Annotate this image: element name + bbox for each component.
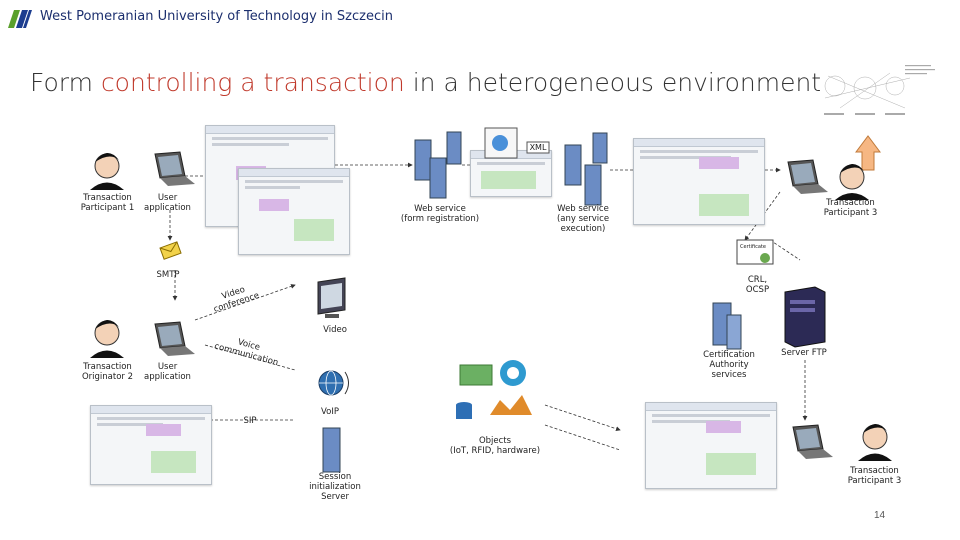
xml-tag-box — [526, 141, 550, 154]
envelope-icon — [159, 241, 182, 260]
originator2-label: Transaction Originator 2 — [81, 362, 134, 382]
web-service-exec-label: Web service (any service execution) — [556, 204, 610, 234]
university-name: West Pomeranian University of Technology… — [40, 9, 393, 24]
laptop-icon — [154, 321, 195, 356]
laptop-icon — [154, 151, 195, 186]
xml-document-icon — [484, 127, 518, 159]
person-icon — [90, 319, 124, 358]
crl-ocsp-label: CRL, OCSP — [745, 275, 770, 295]
monitor-icon — [317, 277, 346, 318]
university-logo-icon — [8, 10, 32, 28]
thumbnail-notes — [905, 63, 937, 79]
user-application1-label: User application — [144, 193, 191, 213]
participant3b-label: Transaction Participant 3 — [847, 466, 902, 486]
form-screenshot-4 — [90, 405, 212, 485]
person-icon — [835, 163, 869, 200]
globe-icon — [318, 370, 349, 396]
xml-label: XML — [529, 143, 547, 152]
form-screenshot-5 — [645, 402, 777, 489]
cert-authority-label: Certification Authority services — [703, 350, 755, 380]
smtp-label: SMTP — [156, 270, 180, 280]
web-service-form-label: Web service (form registration) — [400, 204, 480, 224]
objects-icon — [456, 360, 532, 419]
university-logo — [8, 8, 32, 30]
page-title: Form controlling a transaction in a hete… — [30, 68, 822, 97]
person-icon — [90, 152, 124, 190]
certificate-label: Certificate — [740, 244, 766, 250]
laptop-icon — [792, 424, 833, 459]
server-ftp-label: Server FTP — [781, 348, 827, 358]
video-label: Video — [323, 325, 347, 335]
server-icon — [564, 132, 608, 206]
objects-label: Objects (IoT, RFID, hardware) — [449, 436, 541, 456]
user-application2-label: User application — [144, 362, 191, 382]
page-number: 14 — [874, 510, 886, 521]
session-server-label: Session initialization Server — [309, 472, 361, 502]
form-screenshot-3 — [633, 138, 765, 225]
participant3-label: Transaction Participant 3 — [823, 198, 878, 218]
ftp-server-icon — [784, 286, 826, 348]
server-icon — [322, 427, 341, 473]
voip-label: VoIP — [321, 407, 339, 417]
person-icon — [858, 423, 892, 461]
laptop-icon — [787, 159, 828, 194]
server-icon — [414, 131, 462, 199]
form-screenshot-2 — [238, 168, 350, 255]
thumbnail-diagram — [820, 68, 915, 128]
server-icon — [712, 302, 742, 350]
participant1-label: Transaction Participant 1 — [80, 193, 135, 213]
certificate-icon — [736, 239, 774, 265]
sip-label: SIP — [243, 416, 257, 426]
